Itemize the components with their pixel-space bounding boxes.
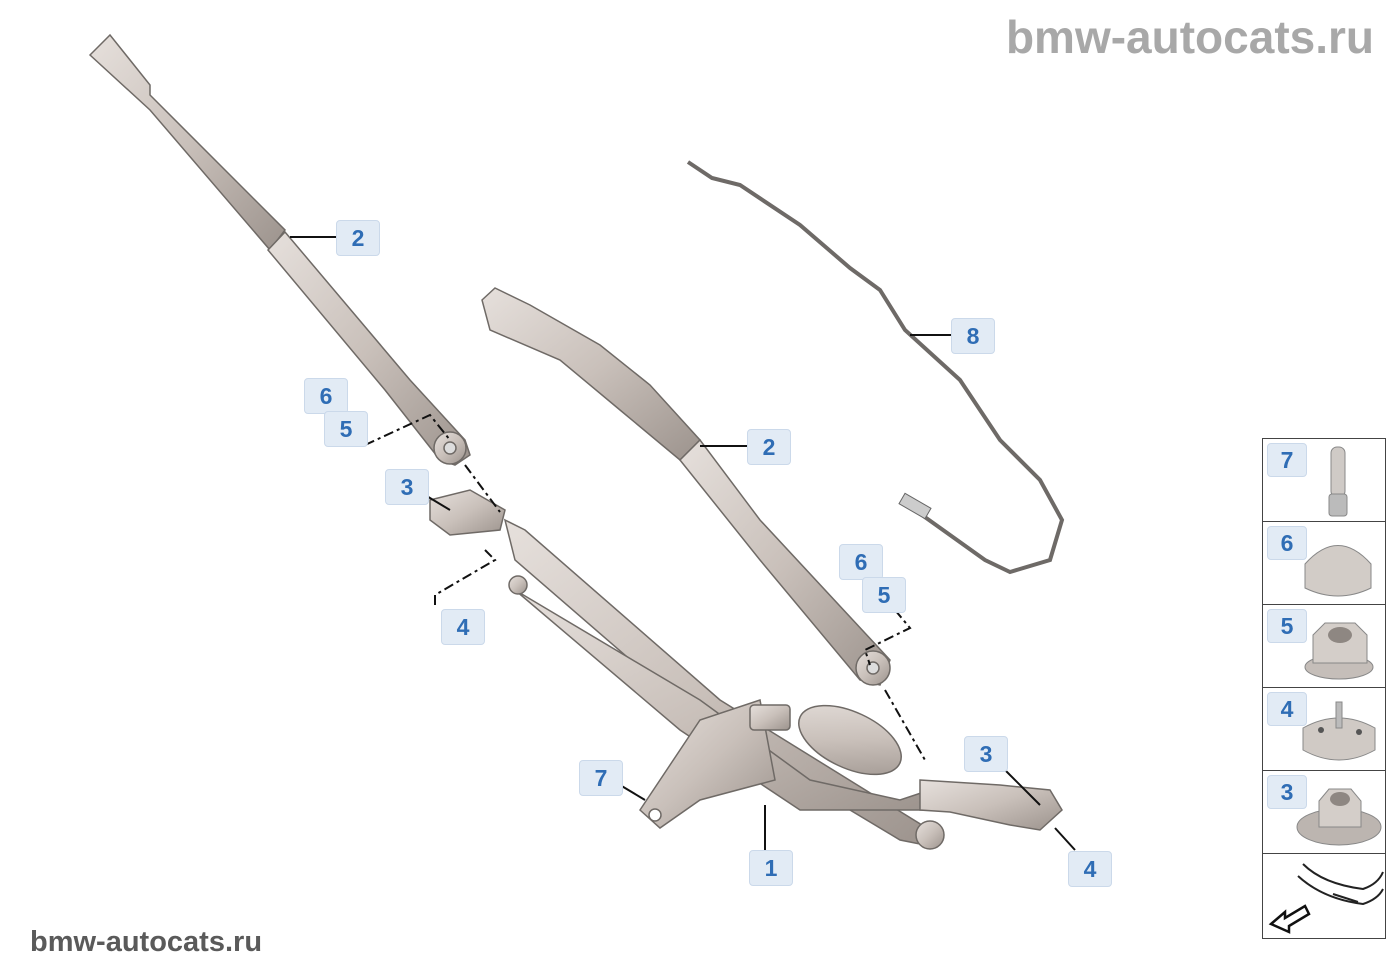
- callout-grommet-left[interactable]: 4: [441, 609, 485, 645]
- legend-number: 6: [1267, 526, 1307, 560]
- legend-item[interactable]: 6: [1263, 522, 1385, 605]
- flange-nut-icon: [1296, 788, 1382, 846]
- legend-item[interactable]: 4: [1263, 688, 1385, 771]
- callout-grommet-right[interactable]: 4: [1068, 851, 1112, 887]
- grommet-icon: [1302, 701, 1376, 761]
- washer-hose: [686, 160, 1065, 575]
- callout-nut-right[interactable]: 5: [862, 577, 906, 613]
- leader-lines: [290, 236, 1076, 851]
- hex-collar-nut-icon: [1304, 622, 1374, 680]
- legend-item: [1263, 854, 1385, 938]
- pin-bushing-icon: [1328, 446, 1348, 517]
- legend-item[interactable]: 3: [1263, 771, 1385, 854]
- watermark-top: bmw-autocats.ru: [1005, 11, 1374, 63]
- parts-legend: 7 6 5 4 3: [1262, 438, 1386, 939]
- wiper-linkage: [429, 489, 1063, 850]
- legend-item[interactable]: 7: [1263, 439, 1385, 522]
- callout-hose[interactable]: 8: [951, 318, 995, 354]
- wiper-arm-left: [88, 33, 471, 466]
- legend-number: 4: [1267, 692, 1307, 726]
- callout-flange-nut-left[interactable]: 3: [385, 469, 429, 505]
- vehicle-front-arrow-icon: [1268, 863, 1384, 934]
- callout-cap-right[interactable]: 6: [839, 544, 883, 580]
- callout-bushing[interactable]: 7: [579, 760, 623, 796]
- cap-icon: [1304, 545, 1372, 597]
- callout-arm-left[interactable]: 2: [336, 220, 380, 256]
- wiper-arm-right: [481, 287, 891, 686]
- callout-arm-right[interactable]: 2: [747, 429, 791, 465]
- callout-nut-left[interactable]: 5: [324, 411, 368, 447]
- callout-cap-left[interactable]: 6: [304, 378, 348, 414]
- callout-flange-nut-right[interactable]: 3: [964, 736, 1008, 772]
- watermark-bottom: bmw-autocats.ru: [30, 926, 263, 958]
- legend-number: 3: [1267, 775, 1307, 809]
- legend-number: 7: [1267, 443, 1307, 477]
- legend-number: 5: [1267, 609, 1307, 643]
- legend-item[interactable]: 5: [1263, 605, 1385, 688]
- callout-linkage[interactable]: 1: [749, 850, 793, 886]
